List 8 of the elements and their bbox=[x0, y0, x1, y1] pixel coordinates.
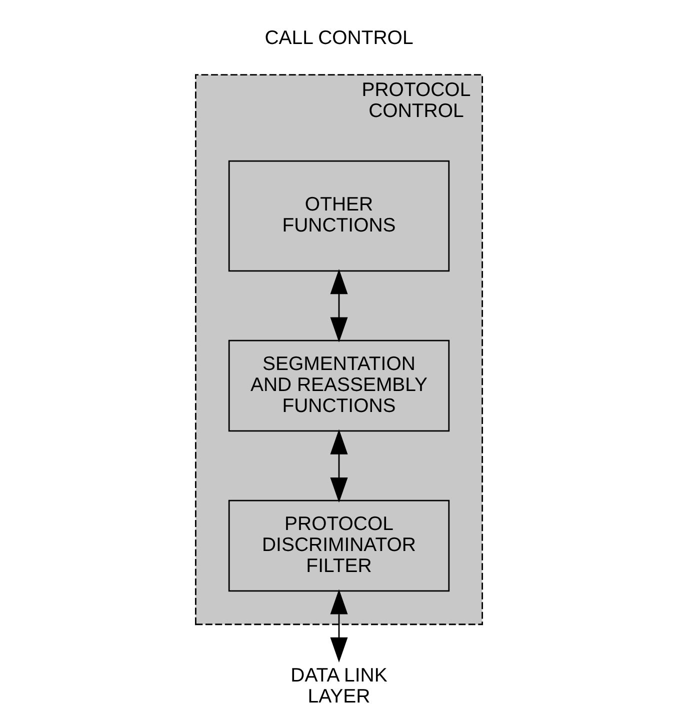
node-box: SEGMENTATION AND REASSEMBLY FUNCTIONS bbox=[228, 340, 450, 432]
label: CALL CONTROL bbox=[264, 26, 414, 49]
arrow bbox=[330, 269, 348, 342]
arrow bbox=[330, 429, 348, 503]
node-text: DATA LINK LAYER bbox=[290, 664, 388, 708]
node-box: OTHER FUNCTIONS bbox=[228, 160, 450, 272]
node-box: PROTOCOL DISCRIMINATOR FILTER bbox=[228, 500, 450, 592]
arrow bbox=[330, 589, 348, 662]
